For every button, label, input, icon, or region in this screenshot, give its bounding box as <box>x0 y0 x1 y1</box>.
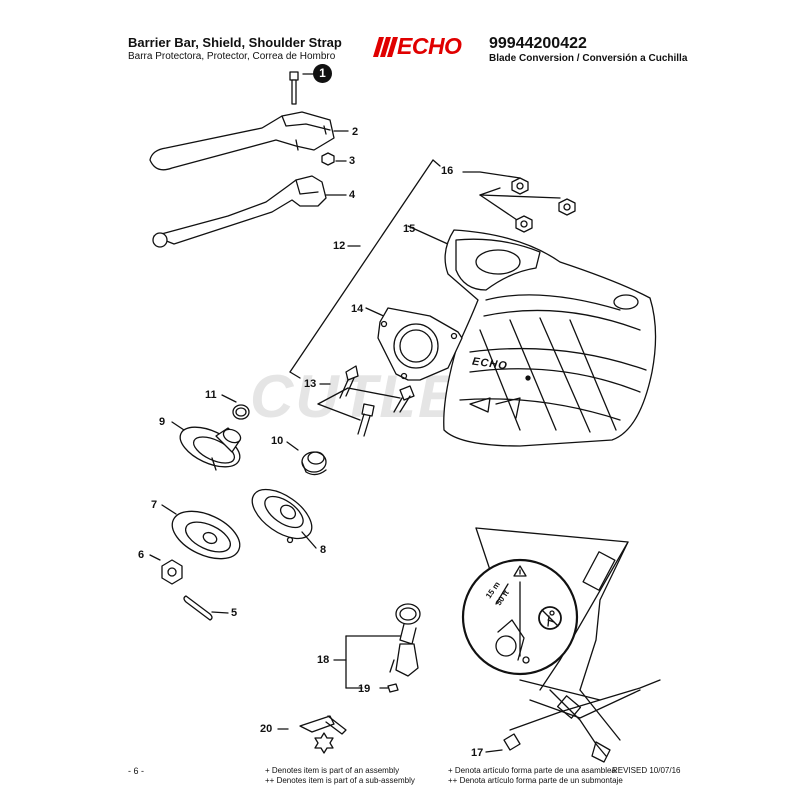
callout-13: 13 <box>304 378 317 390</box>
callout-4: 4 <box>349 189 356 201</box>
callout-6: 6 <box>138 549 145 561</box>
callout-8: 8 <box>320 544 327 556</box>
part-9-adapter <box>171 421 242 471</box>
part-14-bracket-plate <box>377 307 463 381</box>
header-left: Barrier Bar, Shield, Shoulder Strap Barr… <box>128 35 342 64</box>
footnote-assembly-en: + Denotes item is part of an assembly <box>265 766 400 775</box>
part-18-strap-hook <box>333 603 421 693</box>
part-16-nuts <box>462 171 576 233</box>
callout-5: 5 <box>231 607 238 619</box>
part-13-screws <box>317 365 415 437</box>
part-8-fixture <box>251 488 317 549</box>
callout-7: 7 <box>151 499 158 511</box>
callout-14: 14 <box>351 303 364 315</box>
callout-2: 2 <box>352 126 359 138</box>
callout-3: 3 <box>349 155 356 167</box>
callout-20: 20 <box>260 723 273 735</box>
part-5-cotter-pin <box>183 595 229 621</box>
conversion-title: Blade Conversion / Conversión a Cuchilla <box>489 53 688 64</box>
echo-logo: ECHO <box>373 33 481 59</box>
callout-9: 9 <box>159 416 166 428</box>
footnote-subassembly-es: ++ Denota artículo forma parte de un sub… <box>448 776 623 785</box>
logo-text: ECHO <box>397 33 462 59</box>
part-11-washer <box>221 394 250 420</box>
callout-10: 10 <box>271 435 284 447</box>
revised-date: REVISED 10/07/16 <box>612 766 681 775</box>
part-2-barrier-bar <box>149 111 349 171</box>
page-subtitle: Barra Protectora, Protector, Correa de H… <box>128 51 336 62</box>
page-title: Barrier Bar, Shield, Shoulder Strap <box>128 35 342 50</box>
part-7-fixture <box>161 504 241 560</box>
callout-17: 17 <box>471 747 484 759</box>
footnote-es: + Denota artículo forma parte de una asa… <box>448 766 623 786</box>
part-15-shield <box>443 229 657 447</box>
callout-15: 15 <box>403 223 416 235</box>
callout-11: 11 <box>205 389 217 401</box>
part-number: 99944200422 <box>489 35 587 52</box>
footnote-assembly-es: + Denota artículo forma parte de una asa… <box>448 766 616 775</box>
page-number: - 6 - <box>128 766 145 776</box>
part-10-spacer <box>286 441 327 476</box>
part-20-hex-key <box>277 715 347 754</box>
part-4-barrier-bar <box>152 175 347 248</box>
footnote-en: + Denotes item is part of an assembly ++… <box>265 766 415 786</box>
header-right: 99944200422 Blade Conversion / Conversió… <box>489 35 687 66</box>
logo-stripes-icon <box>373 37 398 57</box>
part-1-bolt <box>289 71 314 105</box>
footnote-subassembly-en: ++ Denotes item is part of a sub-assembl… <box>265 776 415 785</box>
callout-12: 12 <box>333 240 346 252</box>
callout-18: 18 <box>317 654 330 666</box>
callout-16: 16 <box>441 165 454 177</box>
warning-label <box>461 558 579 676</box>
callout-1: 1 <box>313 64 332 83</box>
part-3-nut <box>321 152 347 166</box>
callout-19: 19 <box>358 683 371 695</box>
part-6-nut <box>149 554 183 585</box>
